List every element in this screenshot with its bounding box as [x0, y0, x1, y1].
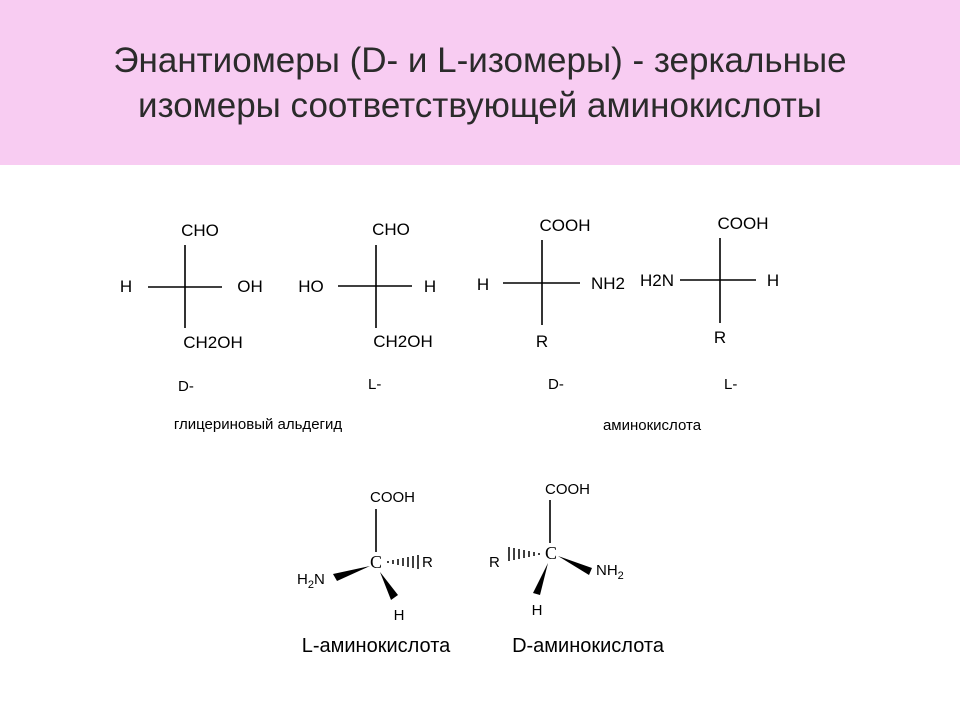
- d-aa-top: COOH: [540, 216, 591, 235]
- l3d-dash: R: [422, 554, 433, 571]
- l3d-caption: L-аминокислота: [302, 635, 451, 657]
- title-line-2: изомеры соответствующей аминокислоты: [138, 86, 822, 125]
- l-aa-config: L-: [724, 376, 737, 393]
- d-aa-right: NH2: [591, 274, 625, 293]
- l-amino-3d: COOH C R H2N H L-аминокислота: [297, 489, 451, 657]
- l-aa-bottom: R: [714, 328, 726, 347]
- d-amino-3d: COOH C R NH2 H D-аминокислота: [489, 481, 665, 657]
- l-gly-top: CHO: [372, 220, 410, 239]
- amino-acid-caption: аминокислота: [603, 417, 702, 434]
- d3d-wedge-h: [533, 563, 548, 595]
- d-aa-bottom: R: [536, 332, 548, 351]
- d-aa-left: H: [477, 275, 489, 294]
- title-line-1: Энантиомеры (D- и L-изомеры) - зеркальны…: [113, 41, 847, 80]
- l3d-wedge-h: [380, 572, 398, 600]
- l3d-wedge-label: H2N: [297, 571, 325, 591]
- d-aa-config: D-: [548, 376, 564, 393]
- title-banner: [0, 0, 960, 165]
- l3d-top: COOH: [370, 489, 415, 506]
- d3d-dash: R: [489, 554, 500, 571]
- d-gly-config: D-: [178, 378, 194, 395]
- d-gly-top: CHO: [181, 221, 219, 240]
- d3d-center: C: [545, 543, 557, 563]
- d3d-wedge-label: NH2: [596, 562, 624, 582]
- l-aa-right: H: [767, 271, 779, 290]
- d3d-down: H: [532, 602, 543, 619]
- d-gly-bottom: CH2OH: [183, 333, 243, 352]
- d-gly-right: OH: [237, 277, 263, 296]
- l-gly-right: H: [424, 277, 436, 296]
- d3d-caption: D-аминокислота: [512, 635, 665, 657]
- d3d-wedge-nh2: [558, 556, 592, 575]
- d3d-top: COOH: [545, 481, 590, 498]
- glyceraldehyde-caption: глицериновый альдегид: [174, 416, 343, 433]
- l-aa-left: H2N: [640, 271, 674, 290]
- l3d-down: H: [394, 607, 405, 624]
- l-aa-top: COOH: [718, 214, 769, 233]
- l-gly-bottom: CH2OH: [373, 332, 433, 351]
- d-glyceraldehyde: CHO H OH CH2OH D-: [120, 221, 263, 395]
- l3d-center: C: [370, 552, 382, 572]
- l3d-wedge-h2n: [333, 566, 370, 581]
- l-amino-fischer: COOH H2N H R L-: [640, 214, 779, 393]
- d3d-hash-bond: [508, 547, 540, 561]
- l-gly-left: HO: [298, 277, 324, 296]
- l-gly-config: L-: [368, 376, 381, 393]
- d-amino-fischer: COOH H NH2 R D-: [477, 216, 625, 393]
- l-glyceraldehyde: CHO HO H CH2OH L-: [298, 220, 436, 393]
- l3d-hash-bond: [387, 555, 419, 569]
- slide-title: Энантиомеры (D- и L-изомеры) - зеркальны…: [0, 38, 960, 128]
- d-gly-left: H: [120, 277, 132, 296]
